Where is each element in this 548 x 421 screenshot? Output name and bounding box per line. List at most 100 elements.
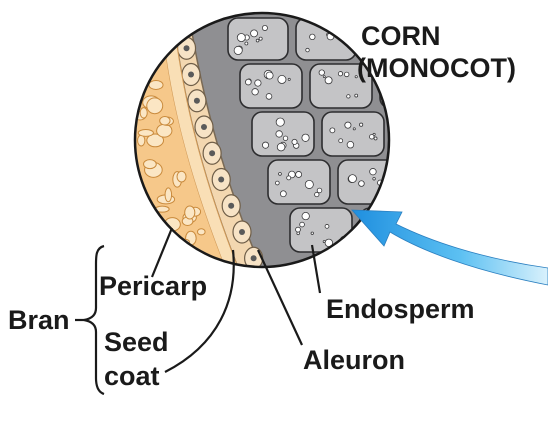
starch-granule (435, 170, 440, 175)
starch-granule (354, 93, 359, 98)
starch-granule (401, 122, 406, 127)
starch-granule (322, 75, 326, 79)
pericarp-cell (135, 45, 142, 59)
aleuron-nucleus (200, 124, 207, 130)
bran-brace (83, 244, 105, 396)
starch-granule (337, 71, 344, 77)
seed-coat-label-line-1: Seed (104, 327, 169, 357)
starch-granule (275, 180, 280, 186)
starch-granule (439, 171, 445, 177)
starch-granule (439, 121, 444, 126)
starch-granule (254, 79, 262, 87)
starch-granule (265, 71, 274, 80)
starch-granule (318, 69, 325, 76)
pericarp-cell (159, 116, 171, 126)
pericarp-cell (146, 97, 164, 115)
starch-granule (391, 83, 396, 88)
starch-granule (295, 171, 303, 178)
starch-granule (445, 180, 448, 183)
starch-granule (431, 130, 437, 136)
starch-granule (372, 177, 376, 181)
starch-granule (346, 94, 351, 99)
aleuron-nucleus (181, 19, 187, 25)
starch-granule (330, 27, 335, 32)
starch-granule (340, 36, 346, 41)
pericarp-cell (143, 159, 157, 170)
pericarp-cell (208, 262, 221, 267)
pericarp-cell (135, 24, 145, 36)
aleuron-nucleus (250, 255, 257, 262)
endosperm-leader (310, 244, 322, 294)
starch-granule (291, 138, 298, 145)
pericarp-cell (149, 27, 160, 40)
seed-coat-layer (159, 13, 246, 267)
starch-granule (304, 179, 314, 189)
aleuron-nucleus (238, 229, 245, 235)
aleuron-nucleus (193, 97, 200, 104)
aleuron-nucleus (209, 150, 216, 157)
pericarp-cell (135, 64, 136, 78)
endosperm-cell (321, 111, 385, 157)
starch-granule (301, 133, 310, 142)
starch-granule (278, 172, 282, 176)
endosperm-label: Endosperm (326, 294, 475, 324)
starch-granule (402, 137, 409, 144)
aleuron-cell (174, 13, 194, 34)
starch-granule (352, 127, 356, 131)
leader-lines (75, 227, 322, 396)
pericarp-cell (135, 72, 137, 85)
starch-granule (305, 47, 310, 53)
starch-granule (282, 135, 289, 141)
starch-granule (359, 122, 364, 127)
starch-granule (275, 117, 285, 127)
starch-granule (324, 76, 333, 85)
pericarp-cell (135, 30, 143, 44)
pericarp-cell (184, 205, 196, 220)
starch-granule (338, 138, 344, 144)
starch-granule (345, 35, 350, 40)
starch-granule (314, 191, 320, 198)
starch-granule (454, 179, 457, 182)
starch-granule (344, 71, 350, 78)
aleuron-nucleus (218, 176, 225, 183)
starch-granule (279, 190, 287, 198)
starch-granule (428, 172, 433, 177)
starch-granule (250, 29, 258, 38)
starch-granule (409, 130, 411, 132)
starch-granule (286, 175, 292, 181)
starch-granule (344, 121, 352, 129)
magnifier-outline (133, 11, 391, 269)
seed-coat-label-line-2: coat (104, 361, 160, 391)
starch-granule (310, 231, 314, 235)
starch-granule (287, 77, 291, 81)
pericarp-leader (150, 227, 174, 278)
aleuron-label: Aleuron (303, 345, 405, 375)
starch-granule (322, 240, 326, 244)
starch-granule (233, 45, 243, 55)
endosperm-cell (295, 17, 357, 61)
starch-granule (354, 75, 358, 79)
pericarp-cell (142, 25, 154, 43)
starch-granule (387, 182, 389, 188)
starch-granule (409, 129, 414, 134)
starch-granule (369, 134, 375, 140)
pericarp-cell (164, 187, 173, 203)
starch-granule (296, 231, 300, 236)
starch-granule (295, 226, 301, 233)
starch-granule (425, 167, 429, 171)
starch-granule (275, 130, 283, 138)
starch-granule (358, 180, 365, 187)
endosperm-cell (239, 63, 303, 109)
starch-granule (301, 211, 310, 221)
starch-granule (428, 192, 435, 199)
starch-granule (436, 123, 440, 127)
endosperm-cell (408, 160, 470, 204)
starch-granule (244, 41, 249, 46)
starch-granule (262, 141, 270, 149)
starch-granule (261, 24, 268, 31)
starch-granule (299, 221, 305, 228)
pericarp-cell (148, 79, 164, 90)
starch-granule (348, 174, 357, 183)
aleuron-nucleus (228, 202, 235, 209)
